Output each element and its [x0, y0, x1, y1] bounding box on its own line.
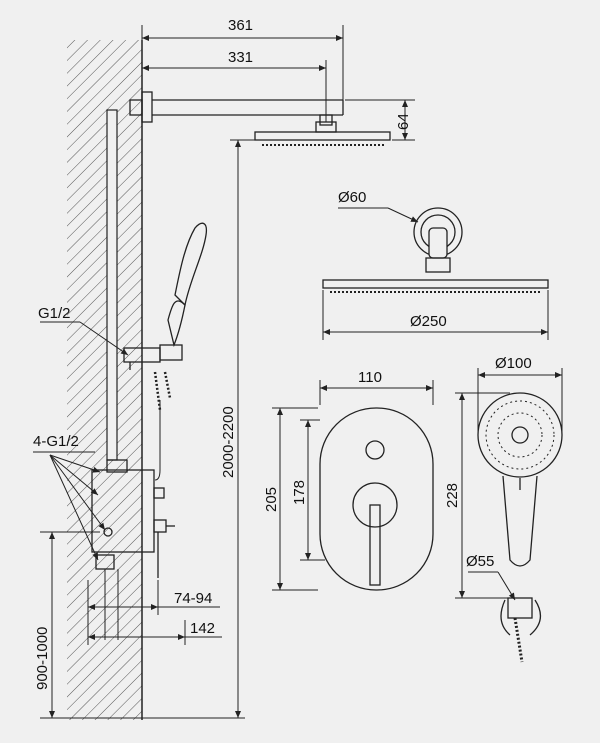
thread-label: G1/2	[38, 305, 71, 322]
dim-110-label: 110	[358, 369, 382, 386]
dim-228-label: 228	[444, 483, 461, 508]
dim-valve-height-label: 900-1000	[34, 627, 51, 690]
dim-205-label: 205	[263, 487, 280, 512]
dim-250-label: Ø250	[410, 313, 447, 330]
dim-64-label: 64	[395, 113, 412, 130]
threads-label: 4-G1/2	[33, 433, 79, 450]
dim-60-label: Ø60	[338, 189, 366, 206]
dim-331-label: 331	[228, 49, 253, 66]
dim-valve-depth-max-label: 142	[190, 620, 215, 637]
dim-valve-depth-label: 74-94	[174, 590, 212, 607]
threads-callout: 4-G1/2	[33, 433, 106, 561]
dim-100-label: Ø100	[495, 355, 532, 372]
dim-valve-height: 900-1000	[34, 531, 245, 719]
hand-shower-side	[123, 222, 208, 411]
hand-shower-front: Ø100 228 Ø55	[444, 355, 563, 663]
rain-head-front: Ø250	[322, 279, 549, 340]
ceiling-mount-front: Ø60	[338, 189, 463, 273]
valve-plate: 110 205 178	[263, 369, 434, 591]
dim-361: 361	[141, 17, 344, 100]
dim-55-label: Ø55	[466, 553, 494, 570]
dim-column-height-label: 2000-2200	[220, 406, 237, 478]
thread-callout: G1/2	[38, 305, 129, 356]
dim-64: 64	[345, 99, 415, 141]
rain-head-side	[254, 131, 391, 146]
dim-331: 331	[142, 49, 327, 122]
dim-column-height: 2000-2200	[220, 139, 255, 718]
dim-valve-depth: 74-94 142	[87, 580, 222, 645]
dim-361-label: 361	[228, 17, 253, 34]
dim-178-label: 178	[291, 480, 308, 505]
